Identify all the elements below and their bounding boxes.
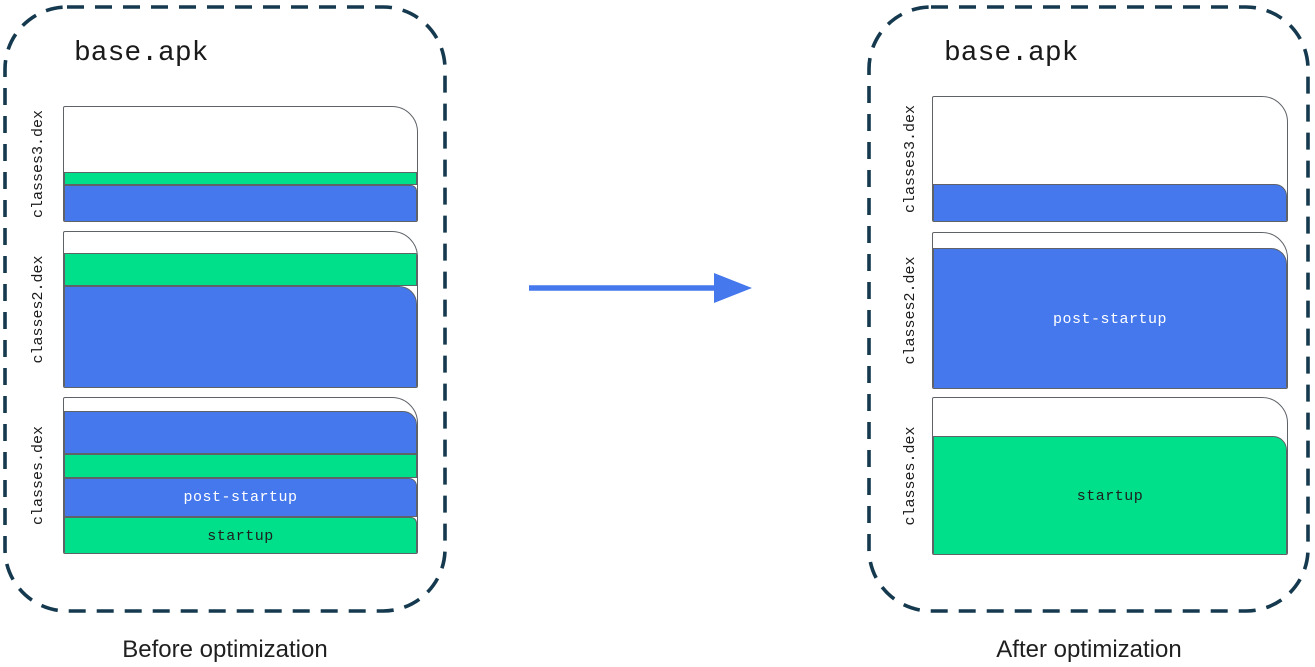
before-caption: Before optimization bbox=[122, 636, 328, 663]
file-label-before-classes2-dex: classes2.dex bbox=[30, 255, 47, 364]
file-label-before-classes3-dex: classes3.dex bbox=[30, 109, 47, 219]
file-after-classes-dex: startup bbox=[932, 397, 1288, 555]
after-caption: After optimization bbox=[996, 636, 1182, 663]
segment-blue bbox=[64, 286, 417, 387]
segment-startup: startup bbox=[933, 436, 1287, 554]
file-label-after-classes-dex: classes.dex bbox=[902, 426, 919, 526]
file-after-classes2-dex: post-startup bbox=[932, 232, 1288, 389]
file-after-classes3-dex bbox=[932, 96, 1288, 222]
segment-green bbox=[64, 454, 417, 478]
segment-green bbox=[64, 253, 417, 286]
segment-white bbox=[933, 233, 1287, 248]
segment-green bbox=[64, 172, 417, 185]
file-before-classes3-dex bbox=[63, 106, 418, 222]
segment-white bbox=[933, 97, 1287, 184]
segment-white bbox=[64, 107, 417, 172]
segment-white bbox=[64, 398, 417, 411]
segment-post-startup: post-startup bbox=[64, 478, 417, 517]
after-container-outline bbox=[867, 5, 1310, 613]
after-apk-title: base.apk bbox=[944, 38, 1079, 69]
file-label-after-classes2-dex: classes2.dex bbox=[902, 256, 919, 365]
segment-blue bbox=[64, 185, 417, 221]
before-apk-title: base.apk bbox=[74, 38, 209, 69]
segment-post-startup: post-startup bbox=[933, 248, 1287, 388]
segment-blue bbox=[933, 184, 1287, 221]
file-label-after-classes3-dex: classes3.dex bbox=[902, 104, 919, 214]
arrow-head-icon bbox=[714, 273, 752, 303]
segment-startup: startup bbox=[64, 517, 417, 553]
file-label-before-classes-dex: classes.dex bbox=[30, 425, 47, 526]
file-before-classes2-dex bbox=[63, 231, 418, 388]
before-container-outline bbox=[3, 5, 447, 613]
segment-blue bbox=[64, 411, 417, 454]
segment-white bbox=[933, 398, 1287, 436]
segment-white bbox=[64, 232, 417, 253]
